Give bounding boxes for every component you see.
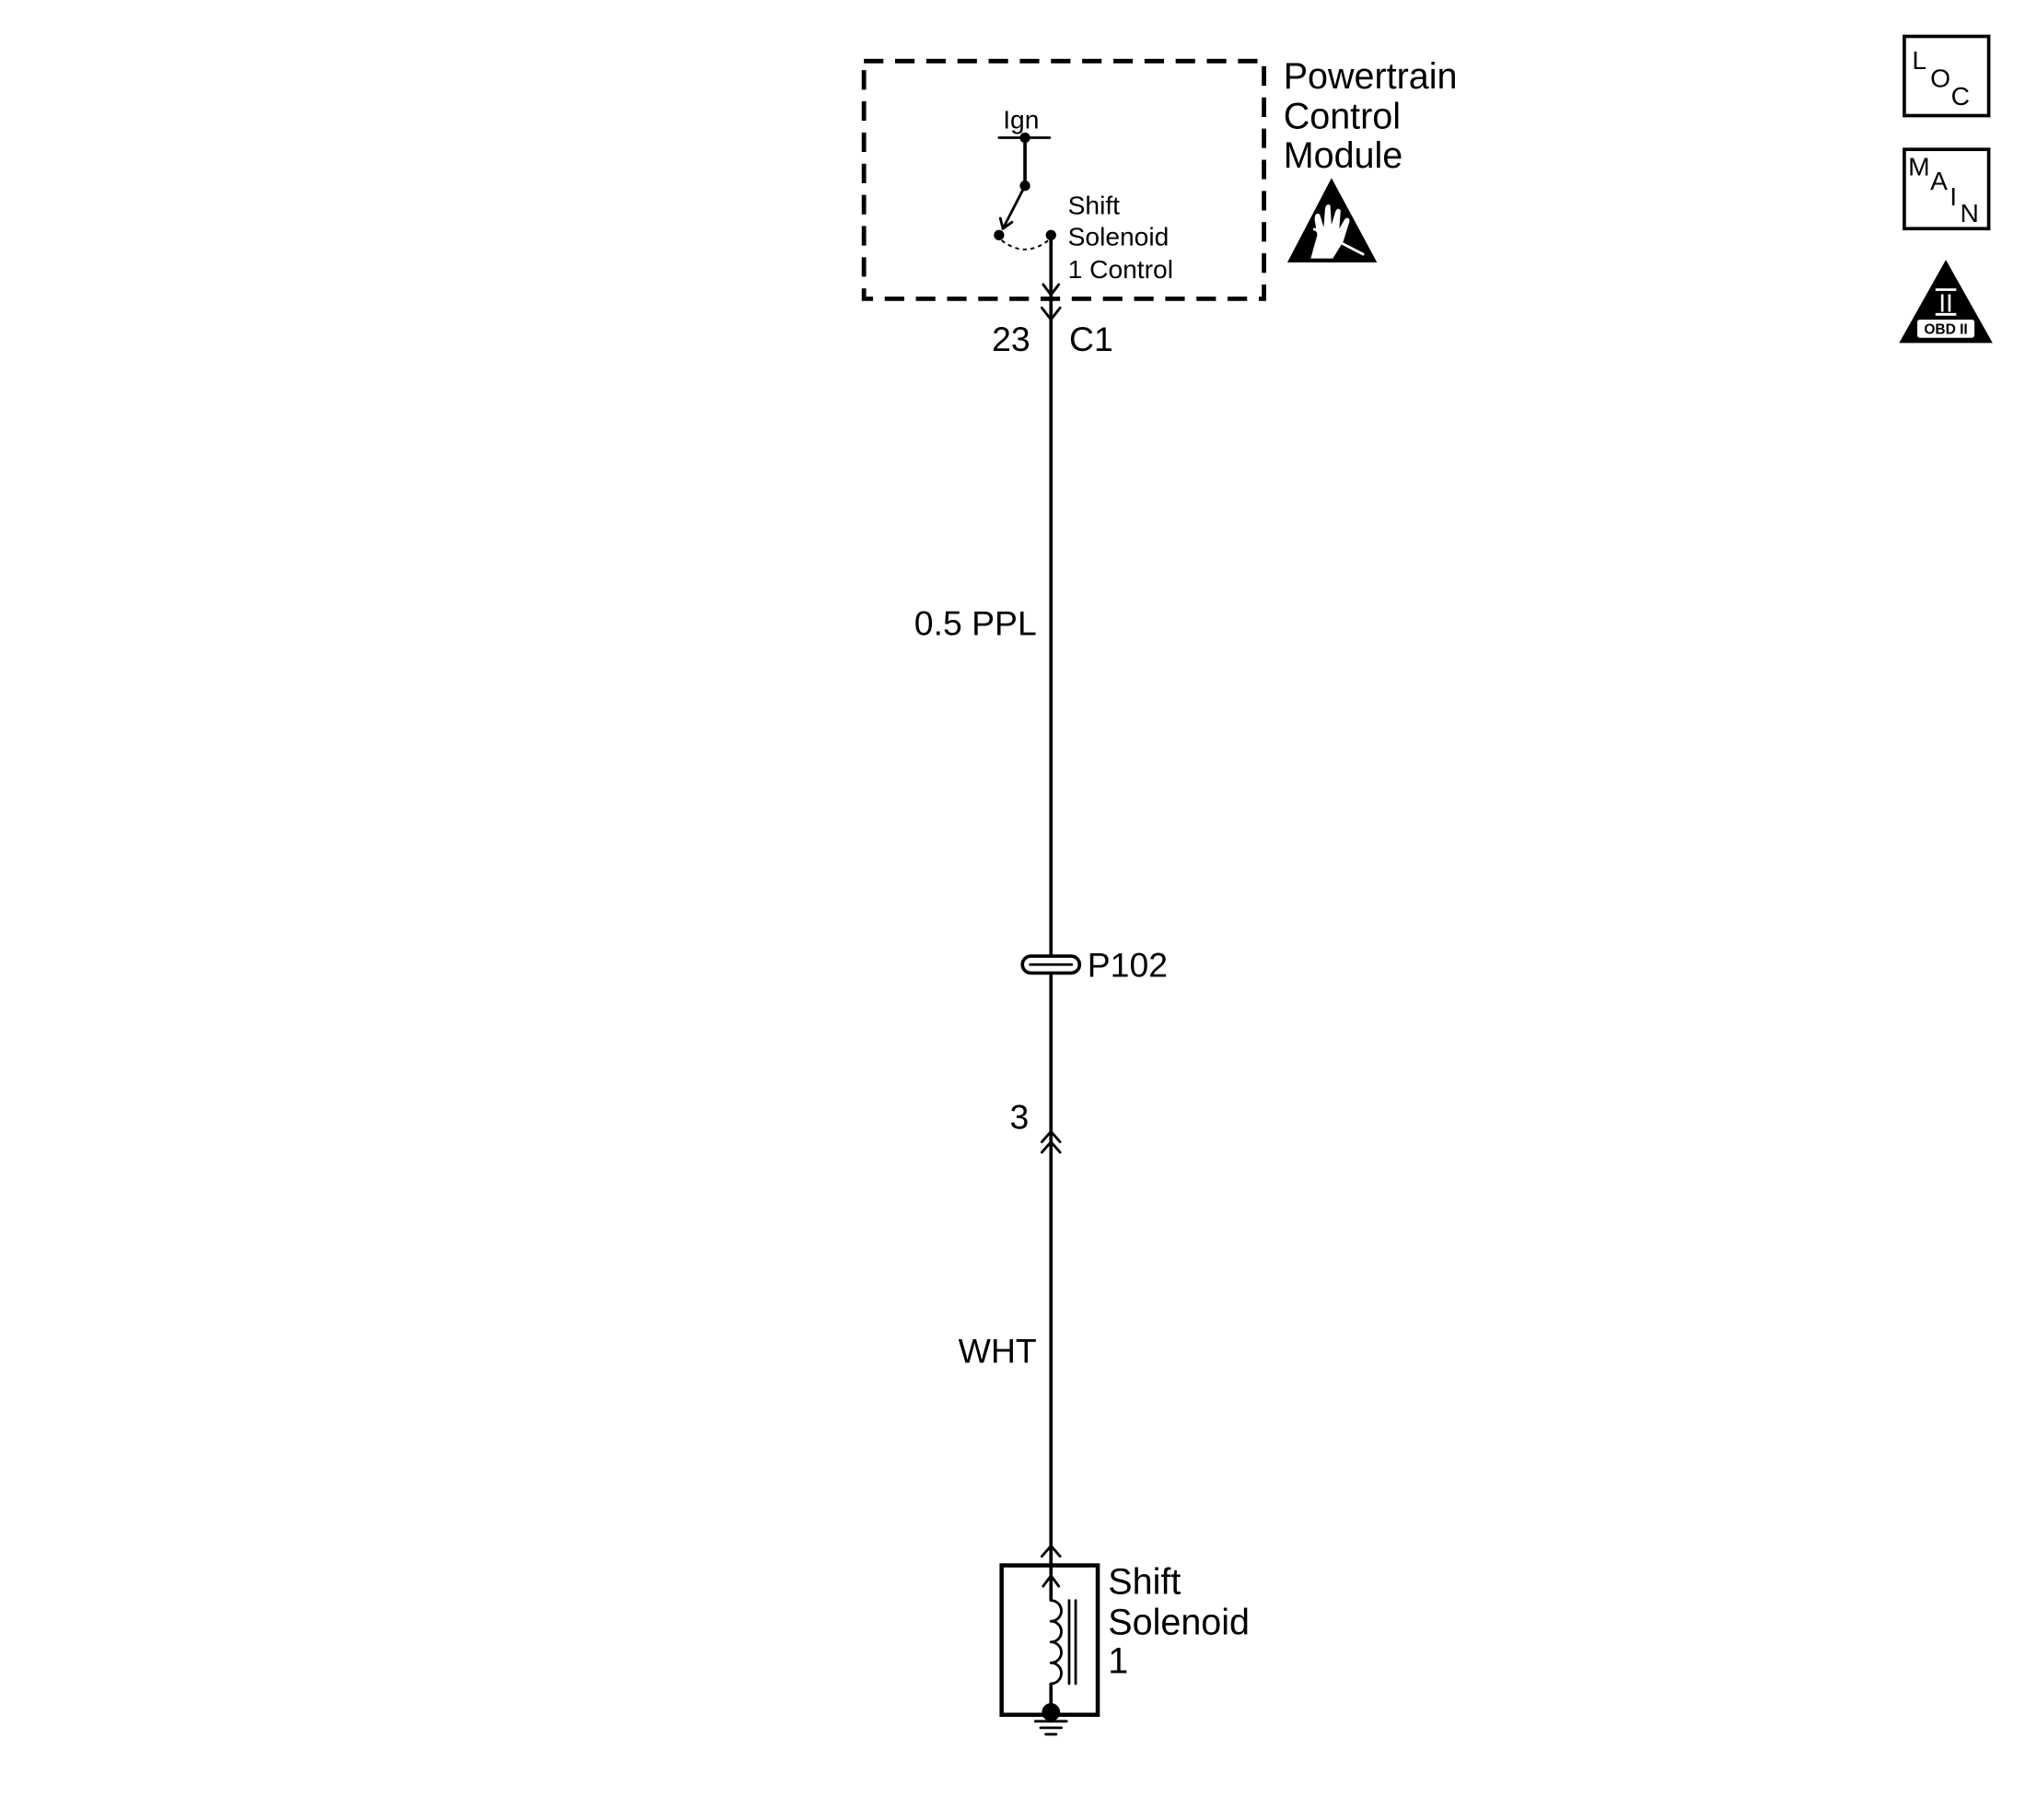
wire-label-wht: WHT — [959, 1332, 1037, 1371]
pcm-module-boundary — [861, 58, 1266, 301]
location-icon-letter: L — [1912, 45, 1926, 75]
female-terminal-icon — [1040, 306, 1062, 321]
module-name: Powertrain Control Module — [1284, 56, 1458, 176]
esd-hand — [1310, 204, 1350, 259]
main-icon-frame — [1903, 147, 1991, 231]
esd-warning-icon — [1286, 178, 1378, 262]
obd-badge-label: OBD II — [1924, 321, 1967, 337]
component-name-line-2: Solenoid — [1108, 1602, 1250, 1642]
obd-ii-icon[interactable]: II OBD II — [1899, 260, 1993, 344]
circuit-label: Shift Solenoid 1 Control — [1068, 191, 1173, 284]
switch-arm — [1001, 184, 1027, 230]
location-icon-letter: C — [1951, 81, 1970, 111]
esd-strike — [1312, 227, 1365, 256]
obd-badge — [1917, 319, 1975, 338]
ground-icon — [1033, 1710, 1068, 1736]
connector-c1: 23 C1 — [992, 306, 1113, 358]
switch-arm-arrow — [998, 216, 1014, 230]
pass-through-name: P102 — [1088, 946, 1168, 985]
circuit-label-line-2: Solenoid — [1068, 222, 1170, 251]
component-name-line-1: Shift — [1108, 1562, 1181, 1603]
pass-through-grommet-icon — [1020, 954, 1082, 975]
circuit-label-line-3: 1 Control — [1068, 254, 1173, 284]
component-name-line-3: 1 — [1108, 1641, 1128, 1682]
switch-dashed-link — [1001, 239, 1050, 251]
solenoid-coil-icon — [999, 1563, 1100, 1721]
location-icon[interactable]: L O C — [1903, 34, 1991, 118]
solenoid-coil — [1049, 1599, 1063, 1686]
module-name-line-2: Control — [1284, 97, 1401, 137]
main-icon-letter: N — [1961, 198, 1979, 228]
inline-connector-pin: 3 — [1010, 1098, 1030, 1137]
main-icon-letter: M — [1908, 151, 1929, 181]
location-icon-frame — [1903, 34, 1991, 118]
connector-c1-name: C1 — [1069, 320, 1113, 358]
module-name-line-3: Module — [1284, 135, 1403, 176]
ignition-label: Ign — [1003, 105, 1039, 134]
pcm-internal-switch: Ign — [994, 105, 1061, 297]
component-name: Shift Solenoid 1 — [1108, 1562, 1250, 1682]
main-icon-letter: I — [1950, 181, 1957, 211]
obd-numeral: II — [1938, 288, 1953, 318]
component-terminal-icon — [1040, 1544, 1062, 1558]
esd-triangle — [1286, 178, 1378, 262]
module-name-line-1: Powertrain — [1284, 56, 1458, 97]
wire-label-ppl: 0.5 PPL — [914, 604, 1037, 643]
main-schematic-icon[interactable]: M A I N — [1903, 147, 1991, 231]
switch-contact-left — [994, 229, 1005, 240]
connector-c1-pin: 23 — [992, 320, 1030, 358]
main-icon-letter: A — [1930, 166, 1948, 195]
circuit-label-line-1: Shift — [1068, 191, 1121, 220]
location-icon-letter: O — [1930, 63, 1950, 92]
